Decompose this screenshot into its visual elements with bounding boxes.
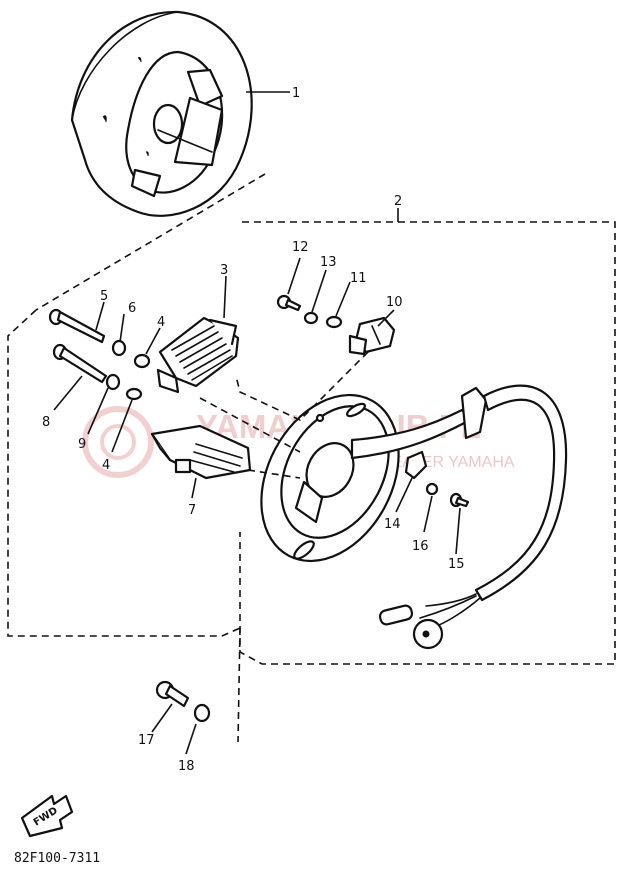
washer-11 <box>325 315 343 329</box>
watermark-logo <box>82 406 154 478</box>
washer-18 <box>193 703 211 723</box>
watermark-subtext: DEALER YAMAHA <box>380 454 515 471</box>
callout-2: 2 <box>394 194 402 209</box>
callout-18: 18 <box>178 759 195 774</box>
bolt-17 <box>155 680 190 708</box>
pickup-coil <box>348 316 396 356</box>
source-coil <box>156 316 240 394</box>
washer-13 <box>303 311 319 325</box>
clamp-14 <box>404 450 428 480</box>
callout-13: 13 <box>320 255 337 270</box>
washer-16 <box>425 482 439 496</box>
callout-1: 1 <box>292 86 300 101</box>
callout-4-lower: 4 <box>102 458 110 473</box>
wire-harness <box>350 384 568 650</box>
callout-9: 9 <box>78 437 86 452</box>
callout-10: 10 <box>386 295 403 310</box>
callout-8: 8 <box>42 415 50 430</box>
callout-17: 17 <box>138 733 155 748</box>
callout-7: 7 <box>188 503 196 518</box>
rotor-alignment-dashline <box>35 173 266 311</box>
screw-15 <box>449 492 470 508</box>
bolt-5 <box>48 308 106 344</box>
stator-base-plate <box>260 393 400 563</box>
screw-12 <box>276 294 302 312</box>
bolt-8 <box>52 343 108 384</box>
leader-lines <box>53 91 461 755</box>
washer-9 <box>105 373 121 391</box>
callout-14: 14 <box>384 517 401 532</box>
callout-3: 3 <box>220 263 228 278</box>
callout-6: 6 <box>128 301 136 316</box>
callout-12: 12 <box>292 240 309 255</box>
washer-6 <box>111 339 127 357</box>
callout-15: 15 <box>448 557 465 572</box>
lighting-coil <box>150 424 252 480</box>
washer-4-lower <box>125 387 143 401</box>
callout-5: 5 <box>100 289 108 304</box>
callout-16: 16 <box>412 539 429 554</box>
washer-4-upper <box>133 353 151 369</box>
callout-numbers: 1 2 3 4 5 6 7 8 9 4 10 11 12 13 14 16 15… <box>42 86 465 774</box>
callout-11: 11 <box>350 271 367 286</box>
diagram-code: 82F100-7311 <box>14 851 100 866</box>
rotor-flywheel <box>70 10 253 217</box>
callout-4-upper: 4 <box>157 315 165 330</box>
forward-direction-arrow: FWD <box>20 794 74 838</box>
